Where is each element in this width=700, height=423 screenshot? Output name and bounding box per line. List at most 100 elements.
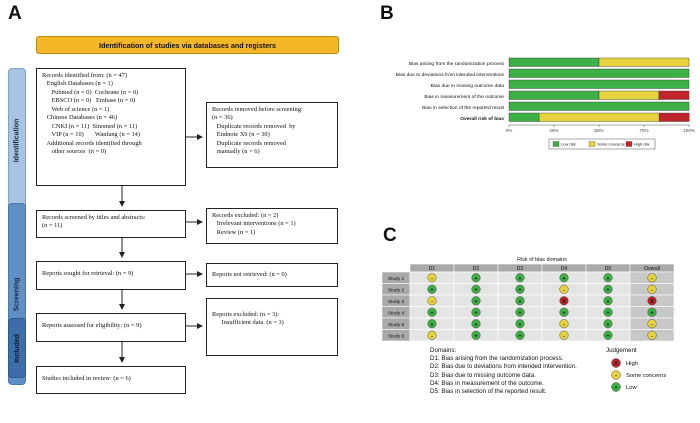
legend-label: High — [626, 361, 638, 367]
judgement-symbol: - — [651, 287, 653, 293]
legend-swatch — [588, 141, 596, 147]
judgement-dot — [647, 307, 657, 317]
judgement-dot — [647, 273, 657, 283]
column-header-label: D5 — [605, 266, 612, 272]
study-label: Study 1 — [388, 276, 405, 282]
box-line: Reports sought for retrieval: (n = 9) — [42, 270, 134, 277]
legend-label: High risk — [634, 142, 650, 147]
panel-c-letter: C — [383, 225, 397, 246]
box-line: Duplicate records removed — [212, 139, 286, 147]
judgement-symbol: + — [650, 310, 653, 316]
legend-dot — [611, 370, 621, 380]
box-line: Reports assessed for eligibility: (n = 9… — [42, 322, 142, 329]
judgement-dot — [559, 273, 569, 283]
legend-symbol: X — [614, 361, 618, 367]
box-line: Additional records identified through — [42, 139, 142, 147]
legend-label: Low — [626, 385, 637, 391]
judgement-symbol: + — [474, 276, 477, 282]
category-label: Overall risk of bias — [460, 116, 504, 122]
judgement-symbol: + — [518, 287, 521, 293]
judgement-dot — [427, 296, 437, 306]
judgement-dot — [471, 307, 481, 317]
judgement-dot — [427, 319, 437, 329]
legend-symbol: - — [615, 373, 617, 379]
judgement-symbol: + — [606, 287, 609, 293]
judgement-dot — [603, 307, 613, 317]
judgement-symbol: X — [650, 299, 654, 305]
box-reports-excluded: Reports excluded: (n = 3): Insufficient … — [206, 298, 338, 356]
box-records-screened: Records screened by titles and abstracts… — [36, 210, 186, 238]
judgement-dot — [515, 273, 525, 283]
judgement-symbol: - — [651, 276, 653, 282]
box-line: other sources (n = 0) — [42, 148, 107, 156]
bar-segment — [598, 57, 690, 67]
bar-segment — [598, 90, 660, 100]
x-tick-label: 25% — [549, 128, 558, 133]
judgement-symbol: + — [518, 322, 521, 328]
judgement-dot — [647, 330, 657, 340]
x-tick-label: 100% — [683, 128, 695, 133]
judgement-dot — [647, 319, 657, 329]
judgement-dot — [603, 330, 613, 340]
judgement-dot — [515, 319, 525, 329]
study-label: Study 5 — [388, 322, 405, 328]
judgement-symbol: - — [431, 299, 433, 305]
legend-symbol: + — [614, 385, 617, 391]
legend-dot — [611, 358, 621, 368]
box-line: Review (n = 1) — [212, 228, 256, 236]
judgement-symbol: + — [430, 287, 433, 293]
box-line: (n = 36) — [212, 114, 233, 122]
bar-segment — [508, 57, 600, 67]
judgement-dot — [427, 330, 437, 340]
judgement-dot — [471, 319, 481, 329]
box-line: Insufficient data (n = 3) — [212, 319, 284, 327]
legend-label: Some concerns — [626, 373, 666, 379]
judgement-symbol: - — [431, 276, 433, 282]
domains-legend: Domains: D1: Bias arising from the rando… — [430, 347, 577, 396]
category-label: Bias due to deviations from intended int… — [396, 72, 505, 78]
domain-d4: D4: Bias in measurement of the outcome. — [430, 379, 544, 387]
judgement-symbol: + — [518, 310, 521, 316]
judgement-dot — [603, 273, 613, 283]
box-studies-included: Studies included in review: (n = 6) — [36, 366, 186, 394]
category-label: Bias in selection of the reported result — [422, 105, 504, 111]
judgement-dot — [471, 284, 481, 294]
judgement-dot — [559, 296, 569, 306]
x-tick-label: 75% — [639, 128, 648, 133]
bar-segment — [508, 79, 690, 89]
category-label: Bias arising from the randomization proc… — [409, 61, 505, 67]
judgement-symbol: + — [474, 287, 477, 293]
box-line: (n = 11) — [42, 222, 63, 230]
box-line: Records screened by titles and abstracts… — [42, 214, 146, 221]
judgement-dot — [603, 284, 613, 294]
bar-segment — [508, 112, 540, 122]
box-line: Chinese Databases (n = 46) — [42, 114, 118, 122]
box-line: Records excluded: (n = 2) — [212, 212, 279, 219]
judgement-dot — [515, 296, 525, 306]
judgement-dot — [559, 307, 569, 317]
box-records-identified: Records identified from: (n = 47) Englis… — [36, 68, 186, 186]
column-header-label: D2 — [473, 266, 480, 272]
bar-segment — [508, 90, 600, 100]
judgement-symbol: + — [606, 299, 609, 305]
judgement-symbol: - — [431, 333, 433, 339]
judgement-symbol: + — [606, 333, 609, 339]
judgement-dot — [471, 296, 481, 306]
domain-d1: D1: Bias arising from the randomization … — [430, 355, 564, 363]
judgement-symbol: + — [562, 310, 565, 316]
study-label: Study 4 — [388, 310, 405, 316]
judgement-symbol: + — [606, 310, 609, 316]
judgement-symbol: + — [430, 322, 433, 328]
judgement-dot — [515, 330, 525, 340]
box-line: Irrelevant interventions (n = 1) — [212, 220, 296, 228]
domains-title: Domains: — [430, 347, 457, 354]
box-line: CNKI (n = 11) Sinomed (n = 11) — [42, 122, 138, 130]
x-tick-label: 50% — [594, 128, 603, 133]
judgement-dot — [559, 330, 569, 340]
legend-label: Some concerns — [597, 142, 625, 147]
judgement-symbol: + — [474, 333, 477, 339]
judgement-symbol: + — [518, 276, 521, 282]
judgement-symbol: + — [474, 310, 477, 316]
bar-segment — [508, 101, 690, 111]
